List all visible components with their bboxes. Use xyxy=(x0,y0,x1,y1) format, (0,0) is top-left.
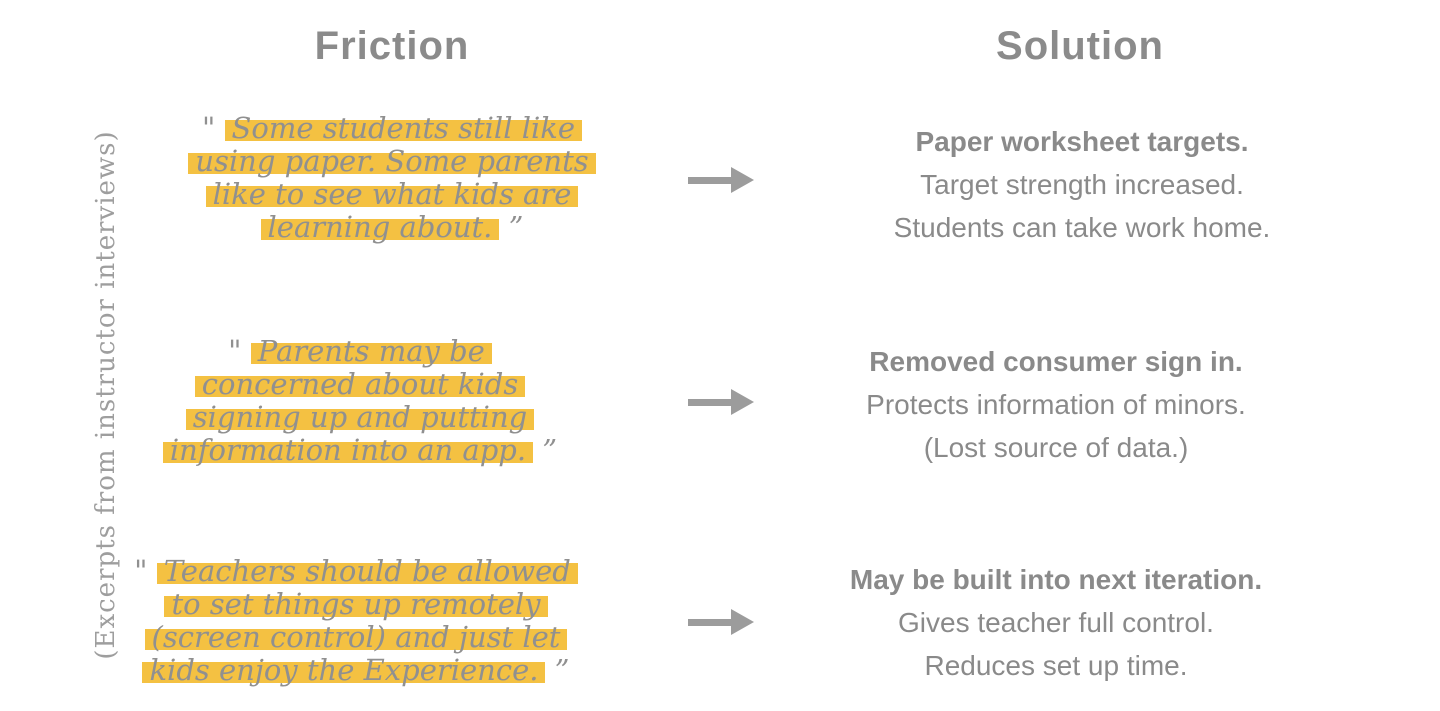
friction-quote-2: " Parents may be concerned about kids si… xyxy=(80,334,640,467)
highlighted-text: information into an app. xyxy=(162,433,534,467)
solution-line: (Lost source of data.) xyxy=(923,432,1189,463)
highlighted-text: Some students still like xyxy=(224,111,582,145)
quote-open-mark: " xyxy=(201,111,225,145)
quote-close-mark: ” xyxy=(499,210,524,244)
quote-line: using paper. Some parents xyxy=(112,144,672,178)
solution-line: Protects information of minors. xyxy=(866,389,1246,420)
highlighted-text: concerned about kids xyxy=(194,367,526,401)
arrow-head xyxy=(731,609,754,635)
solution-line: Paper worksheet targets. xyxy=(915,126,1249,157)
highlighted-text: kids enjoy the Experience. xyxy=(142,653,546,687)
quote-line: " Teachers should be allowed xyxy=(76,554,636,588)
quote-close-mark: ” xyxy=(533,433,558,467)
quote-line: information into an app. ” xyxy=(80,433,640,467)
friction-quote-1: " Some students still like using paper. … xyxy=(112,111,672,244)
highlighted-text: Parents may be xyxy=(250,334,492,368)
arrow-shaft xyxy=(688,399,733,406)
right-arrow-icon xyxy=(688,609,754,635)
solution-line: Removed consumer sign in. xyxy=(869,346,1243,377)
quote-line: kids enjoy the Experience. ” xyxy=(76,653,636,687)
solution-line: Students can take work home. xyxy=(893,212,1271,243)
highlighted-text: signing up and putting xyxy=(185,400,535,434)
highlighted-text: Teachers should be allowed xyxy=(156,554,578,588)
quote-line: to set things up remotely xyxy=(76,587,636,621)
quote-line: " Parents may be xyxy=(80,334,640,368)
right-arrow-icon xyxy=(688,389,754,415)
arrow-shaft xyxy=(688,619,733,626)
quote-close-mark: ” xyxy=(545,653,570,687)
solution-column-header: Solution xyxy=(996,24,1164,68)
quote-line: signing up and putting xyxy=(80,400,640,434)
highlighted-text: to set things up remotely xyxy=(164,587,548,621)
arrow-head xyxy=(731,389,754,415)
highlighted-text: (screen control) and just let xyxy=(144,620,568,654)
right-arrow-icon xyxy=(688,167,754,193)
quote-line: concerned about kids xyxy=(80,367,640,401)
quote-line: " Some students still like xyxy=(112,111,672,145)
friction-quote-3: " Teachers should be allowed to set thin… xyxy=(76,554,636,687)
arrow-head xyxy=(731,167,754,193)
solution-text-1: Paper worksheet targets. Target strength… xyxy=(822,120,1342,249)
friction-column-header: Friction xyxy=(314,24,470,68)
quote-open-mark: " xyxy=(134,554,157,588)
solution-line: Target strength increased. xyxy=(920,169,1244,200)
highlighted-text: using paper. Some parents xyxy=(188,144,596,178)
solution-text-3: May be built into next iteration. Gives … xyxy=(796,558,1316,687)
solution-text-2: Removed consumer sign in. Protects infor… xyxy=(796,340,1316,469)
arrow-shaft xyxy=(688,177,733,184)
quote-line: like to see what kids are xyxy=(112,177,672,211)
solution-line: Gives teacher full control. xyxy=(898,607,1214,638)
solution-line: May be built into next iteration. xyxy=(849,564,1263,595)
highlighted-text: learning about. xyxy=(260,210,500,244)
solution-line: Reduces set up time. xyxy=(924,650,1188,681)
quote-line: (screen control) and just let xyxy=(76,620,636,654)
highlighted-text: like to see what kids are xyxy=(205,177,579,211)
quote-open-mark: " xyxy=(228,334,251,368)
quote-line: learning about. ” xyxy=(112,210,672,244)
